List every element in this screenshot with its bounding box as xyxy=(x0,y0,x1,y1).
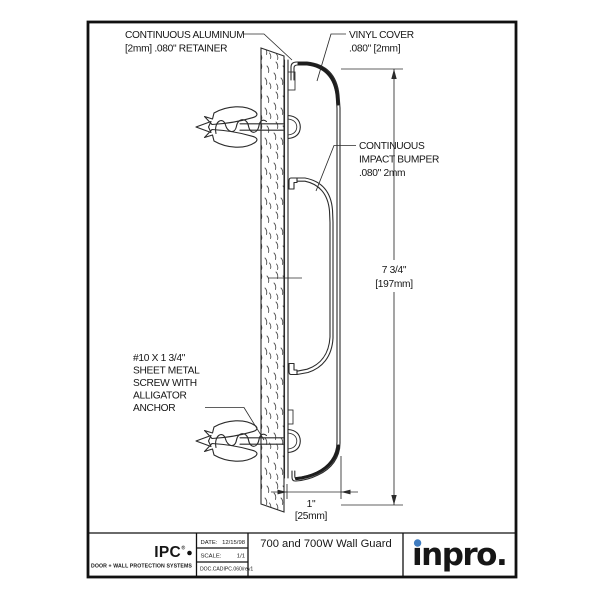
annotation-labels: CONTINUOUS ALUMINUM [2mm] .080" RETAINER… xyxy=(125,30,439,414)
impact-bumper-leader-line xyxy=(315,145,356,192)
screw-label-line3: SCREW WITH xyxy=(133,378,197,389)
doc-number: DOC.CADIPC.060/rev1 xyxy=(200,567,253,573)
drawing-border xyxy=(86,20,518,579)
inpro-logo-dot-icon xyxy=(413,539,422,547)
inpro-logo-text: ınpro. xyxy=(412,537,506,573)
date-label: DATE: xyxy=(201,540,218,546)
ipc-logo-text: IPC xyxy=(154,544,181,561)
screw-label-line2: SHEET METAL xyxy=(133,366,200,377)
scale-value: 1/1 xyxy=(237,554,245,560)
retainer-label-line2: [2mm] .080" RETAINER xyxy=(125,44,227,55)
vinyl-cover-label-line1: VINYL COVER xyxy=(349,30,414,41)
impact-bumper-profile xyxy=(288,177,334,376)
depth-dimension: 1" [25mm] xyxy=(271,456,358,522)
drawing-title: 700 and 700W Wall Guard xyxy=(260,538,391,550)
screw-leader-line xyxy=(205,407,265,441)
screw-label-line5: ANCHOR xyxy=(133,403,175,414)
vinyl-cover-label-line2: .080" [2mm] xyxy=(349,44,401,55)
height-dimension-metric: [197mm] xyxy=(375,279,413,290)
ipc-logo-bullet xyxy=(187,550,192,556)
scale-label: SCALE: xyxy=(201,554,222,560)
title-block: IPC ® DOOR + WALL PROTECTION SYSTEMS DAT… xyxy=(88,532,516,577)
impact-bumper-label-line2: IMPACT BUMPER xyxy=(359,155,439,166)
height-dimension-imperial: 7 3/4" xyxy=(382,265,407,276)
ipc-registered-mark: ® xyxy=(182,545,186,552)
height-dimension: 7 3/4" [197mm] xyxy=(341,68,417,506)
screw-label-line4: ALLIGATOR xyxy=(133,391,187,402)
screw-label-line1: #10 X 1 3/4" xyxy=(133,353,186,364)
date-value: 12/15/98 xyxy=(222,540,246,546)
depth-dimension-imperial: 1" xyxy=(307,499,316,510)
depth-dimension-metric: [25mm] xyxy=(295,511,328,522)
wall-hatch xyxy=(260,47,285,513)
ipc-tagline: DOOR + WALL PROTECTION SYSTEMS xyxy=(91,564,192,570)
wall-section xyxy=(260,47,285,513)
impact-bumper-label-line1: CONTINUOUS xyxy=(359,141,425,152)
retainer-leader-line xyxy=(243,33,293,61)
retainer-label-line1: CONTINUOUS ALUMINUM xyxy=(125,30,244,41)
impact-bumper-label-line3: .080" 2mm xyxy=(359,168,405,179)
vinyl-cover-leader-line xyxy=(316,33,346,82)
vinyl-cover-profile xyxy=(290,61,341,482)
